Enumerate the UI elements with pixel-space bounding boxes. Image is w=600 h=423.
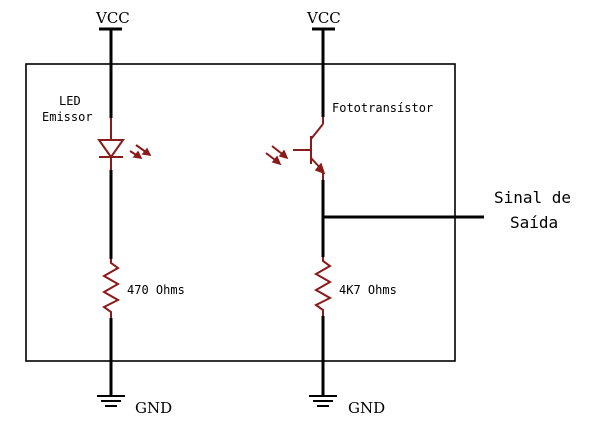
ground-icon: [97, 395, 125, 407]
right-branch: VCC Fototransístor 4K7 Ohms: [265, 9, 484, 417]
ground-right-icon: [309, 395, 337, 407]
resistor-left-label: 470 Ohms: [127, 283, 185, 297]
output-label-line2: Saída: [510, 213, 558, 232]
gnd-label-right: GND: [348, 399, 385, 417]
resistor-right-icon: [313, 257, 333, 316]
resistor-right-label: 4K7 Ohms: [339, 283, 397, 297]
left-branch: VCC LED Emissor 470 Ohms GND: [42, 9, 185, 417]
output-label-line1: Sinal de: [494, 188, 571, 207]
vcc-label-left: VCC: [95, 9, 130, 27]
phototransistor-label: Fototransístor: [332, 101, 433, 115]
led-label-line2: Emissor: [42, 110, 93, 124]
led-label-line1: LED: [59, 94, 81, 108]
resistor-icon: [101, 259, 121, 318]
gnd-label-left: GND: [135, 399, 172, 417]
vcc-label-right: VCC: [306, 9, 341, 27]
led-icon: [97, 118, 152, 170]
phototransistor-icon: [265, 117, 326, 180]
circuit-enclosure: [25, 63, 456, 362]
